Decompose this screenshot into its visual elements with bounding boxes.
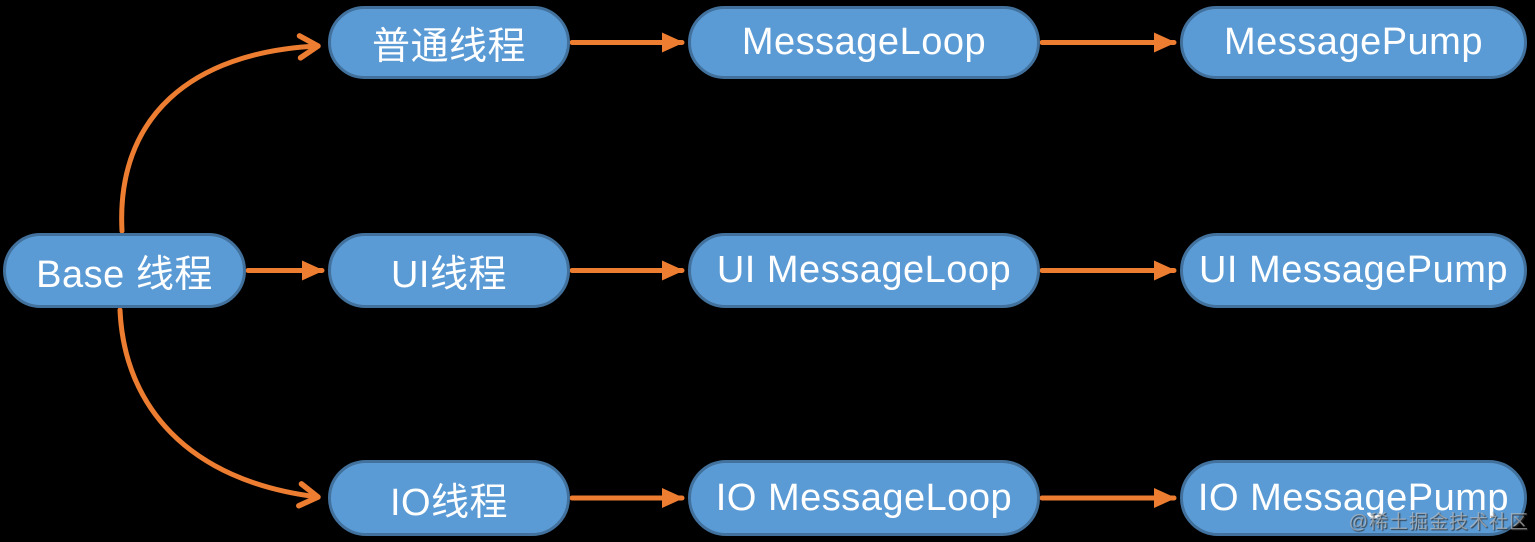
node-normal-thread: 普通线程 (328, 6, 570, 79)
watermark: @稀土掘金技术社区 (1348, 512, 1529, 533)
node-io-message-loop: IO MessageLoop (688, 460, 1040, 536)
node-ui-message-loop: UI MessageLoop (688, 233, 1040, 308)
node-base-thread: Base 线程 (3, 233, 246, 308)
node-message-loop: MessageLoop (688, 6, 1040, 79)
arrow-base-to-io-thread (117, 307, 321, 509)
node-message-pump: MessagePump (1180, 6, 1527, 79)
node-io-message-pump: IO MessagePump (1180, 460, 1527, 536)
node-ui-message-pump: UI MessagePump (1180, 233, 1527, 308)
node-io-thread: IO线程 (328, 460, 570, 536)
arrow-base-to-normal-thread (119, 33, 321, 234)
node-ui-thread: UI线程 (328, 233, 570, 308)
